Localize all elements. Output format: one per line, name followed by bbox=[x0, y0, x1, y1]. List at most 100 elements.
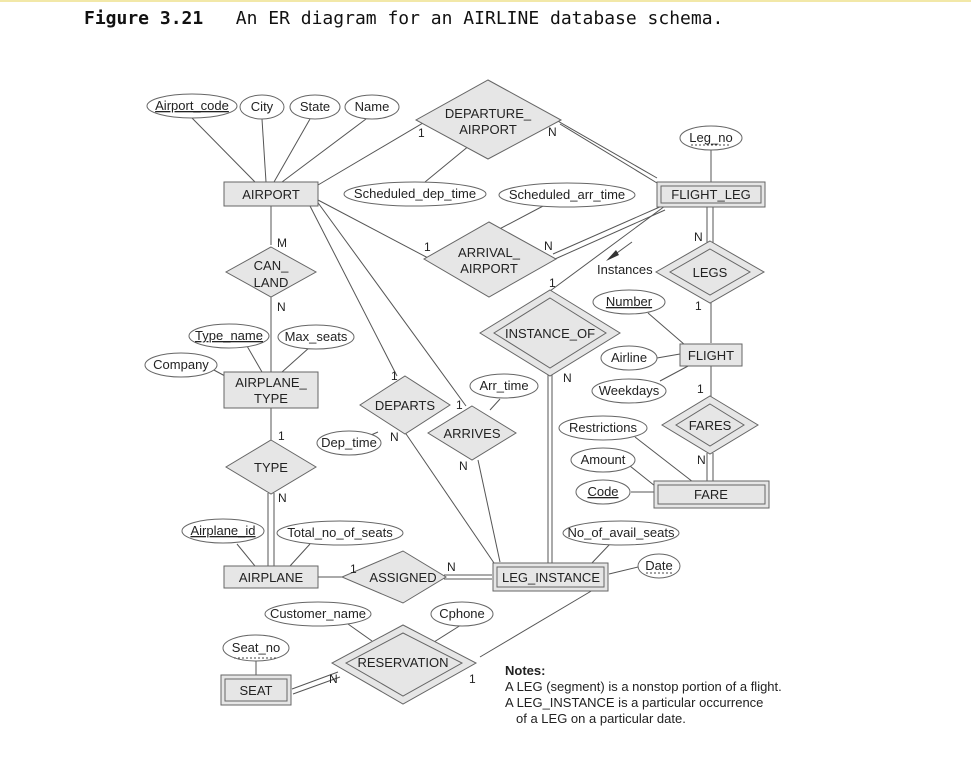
attribute-customer-name: Customer_name bbox=[264, 601, 372, 627]
entity-seat: SEAT bbox=[220, 674, 292, 706]
relationship-instance-of: INSTANCE_OF bbox=[479, 289, 621, 377]
notes-line-3: of a LEG on a particular date. bbox=[516, 711, 686, 726]
relationship-fares: FARES bbox=[661, 395, 759, 455]
entity-flight-leg: FLIGHT_LEG bbox=[656, 181, 766, 208]
relationship-legs: LEGS bbox=[654, 240, 766, 304]
attribute-city-label: City bbox=[251, 99, 274, 114]
relationship-type-label: TYPE bbox=[254, 460, 288, 475]
attribute-weekdays: Weekdays bbox=[591, 378, 667, 404]
attribute-amount: Amount bbox=[570, 447, 636, 473]
attribute-airport-code: Airport_code bbox=[146, 93, 238, 119]
attribute-date: Date bbox=[637, 553, 681, 579]
attribute-arr-time-label: Arr_time bbox=[479, 378, 528, 393]
card-assigned-leginstance-side: N bbox=[447, 560, 456, 574]
card-canland-airport-side: M bbox=[277, 236, 287, 250]
attribute-cphone-label: Cphone bbox=[439, 606, 485, 621]
card-arr-airport-side: 1 bbox=[424, 240, 431, 254]
attribute-seat-no-label: Seat_no bbox=[232, 640, 280, 655]
relationship-assigned: ASSIGNED bbox=[340, 550, 447, 604]
attribute-airplane-id: Airplane_id bbox=[181, 518, 265, 544]
relationship-reservation: RESERVATION bbox=[330, 624, 478, 705]
entity-fare-label: FARE bbox=[694, 487, 728, 502]
attribute-leg-no-label: Leg_no bbox=[689, 130, 732, 145]
relationship-arrives-label: ARRIVES bbox=[443, 426, 500, 441]
card-legs-flight-side: 1 bbox=[695, 299, 702, 313]
attribute-scheduled-dep-time: Scheduled_dep_time bbox=[343, 181, 487, 207]
attribute-state-label: State bbox=[300, 99, 330, 114]
entity-fare: FARE bbox=[653, 480, 770, 509]
attribute-date-label: Date bbox=[645, 558, 672, 573]
relationship-arrival-airport: ARRIVAL_ AIRPORT bbox=[422, 221, 558, 298]
attribute-total-no-of-seats-label: Total_no_of_seats bbox=[287, 525, 393, 540]
attribute-max-seats: Max_seats bbox=[277, 324, 355, 350]
notes-heading: Notes: bbox=[505, 663, 545, 678]
card-reservation-seat-side: N bbox=[329, 672, 338, 686]
attribute-dep-time-label: Dep_time bbox=[321, 435, 377, 450]
card-reservation-leginstance-side: 1 bbox=[469, 672, 476, 686]
figure-number: Figure 3.21 bbox=[84, 8, 204, 29]
figure-title: An ER diagram for an AIRLINE database sc… bbox=[235, 8, 724, 29]
entity-leg-instance: LEG_INSTANCE bbox=[492, 562, 609, 592]
attribute-arr-time: Arr_time bbox=[469, 373, 539, 399]
card-type-airplanetype-side: 1 bbox=[278, 429, 285, 443]
card-instanceof-leginstance-side: N bbox=[563, 371, 572, 385]
attribute-airport-code-label: Airport_code bbox=[155, 98, 229, 113]
relationship-fares-label: FARES bbox=[689, 418, 732, 433]
attribute-city: City bbox=[239, 94, 285, 120]
attribute-scheduled-arr-time: Scheduled_arr_time bbox=[498, 182, 636, 208]
attribute-total-no-of-seats: Total_no_of_seats bbox=[276, 520, 404, 546]
card-canland-type-side: N bbox=[277, 300, 286, 314]
relationship-departure-airport-label-2: AIRPORT bbox=[459, 122, 517, 137]
relationship-departs: DEPARTS bbox=[359, 375, 451, 435]
attribute-company-label: Company bbox=[153, 357, 209, 372]
attribute-number-label: Number bbox=[606, 294, 653, 309]
attribute-cphone: Cphone bbox=[430, 601, 494, 627]
entity-airplane-type: AIRPLANE_ TYPE bbox=[223, 371, 319, 409]
entity-seat-label: SEAT bbox=[240, 683, 273, 698]
entity-airplane-label: AIRPLANE bbox=[239, 570, 304, 585]
cardinality-labels: 1 N 1 N M N N 1 1 N 1 N 1 N 1 N 1 N 1 N … bbox=[277, 125, 706, 686]
attribute-number: Number bbox=[592, 289, 666, 315]
top-rule bbox=[0, 0, 971, 2]
attribute-no-of-avail-seats: No_of_avail_seats bbox=[562, 520, 680, 546]
card-legs-flightleg-side: N bbox=[694, 230, 703, 244]
card-departs-leginstance-side: N bbox=[390, 430, 399, 444]
entity-airplane-type-label-2: TYPE bbox=[254, 391, 288, 406]
attribute-scheduled-arr-time-label: Scheduled_arr_time bbox=[509, 187, 625, 202]
relationship-can-land-label-1: CAN_ bbox=[254, 258, 289, 273]
attribute-amount-label: Amount bbox=[581, 452, 626, 467]
entity-flight-leg-label: FLIGHT_LEG bbox=[671, 187, 750, 202]
relationship-reservation-label: RESERVATION bbox=[357, 655, 448, 670]
attribute-no-of-avail-seats-label: No_of_avail_seats bbox=[568, 525, 675, 540]
figure-caption: Figure 3.21 An ER diagram for an AIRLINE… bbox=[84, 8, 723, 29]
attribute-code: Code bbox=[575, 479, 631, 505]
attribute-customer-name-label: Customer_name bbox=[270, 606, 366, 621]
card-fares-flight-side: 1 bbox=[697, 382, 704, 396]
entity-airplane-type-label-1: AIRPLANE_ bbox=[235, 375, 307, 390]
card-arrives-airport-side: 1 bbox=[456, 398, 463, 412]
entity-airplane: AIRPLANE bbox=[223, 565, 319, 589]
relationship-arrives: ARRIVES bbox=[427, 405, 517, 461]
relationship-arrival-airport-label-2: AIRPORT bbox=[460, 261, 518, 276]
attribute-max-seats-label: Max_seats bbox=[285, 329, 348, 344]
relationship-arrival-airport-label-1: ARRIVAL_ bbox=[458, 245, 521, 260]
relationship-can-land: CAN_ LAND bbox=[224, 246, 318, 298]
relationship-can-land-label-2: LAND bbox=[254, 275, 289, 290]
instances-annotation: Instances bbox=[597, 262, 653, 277]
attribute-scheduled-dep-time-label: Scheduled_dep_time bbox=[354, 186, 476, 201]
attribute-state: State bbox=[289, 94, 341, 120]
relationship-departure-airport-label-1: DEPARTURE_ bbox=[445, 106, 532, 121]
attribute-restrictions: Restrictions bbox=[558, 415, 648, 441]
attribute-type-name: Type_name bbox=[188, 323, 270, 349]
attribute-name: Name bbox=[344, 94, 400, 120]
card-fares-fare-side: N bbox=[697, 453, 706, 467]
attribute-seat-no: Seat_no bbox=[222, 634, 290, 662]
relationship-instance-of-label: INSTANCE_OF bbox=[505, 326, 595, 341]
attribute-leg-no: Leg_no bbox=[679, 125, 743, 151]
entity-flight: FLIGHT bbox=[679, 343, 743, 367]
attribute-type-name-label: Type_name bbox=[195, 328, 263, 343]
attribute-company: Company bbox=[144, 352, 218, 378]
attribute-airline: Airline bbox=[600, 345, 658, 371]
relationship-departure-airport: DEPARTURE_ AIRPORT bbox=[414, 79, 563, 160]
